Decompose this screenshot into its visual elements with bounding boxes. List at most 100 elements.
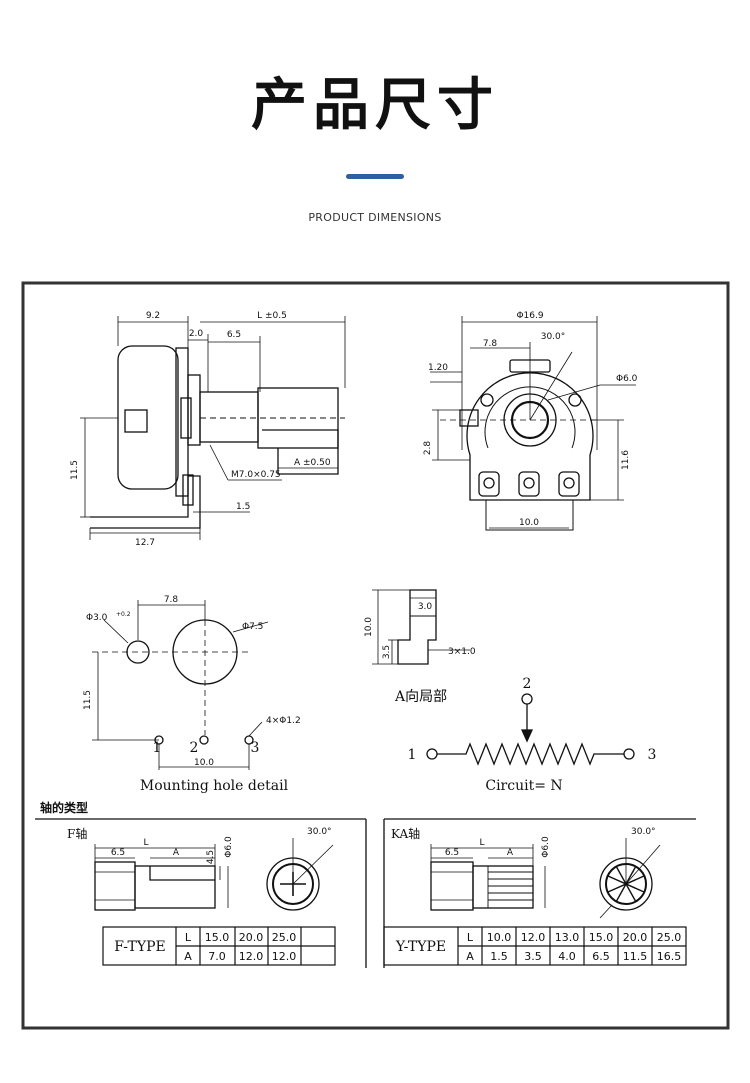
f-shaft-bushing (94, 861, 136, 911)
mount-dim-pin-holes: 4×Φ1.2 (266, 716, 301, 726)
f-dim-l: L (143, 838, 148, 848)
front-hole-right (568, 393, 582, 407)
side-pin (182, 474, 194, 506)
ka-dim-6-5: 6.5 (445, 848, 459, 858)
y-a-value: 16.5 (657, 950, 682, 963)
y-a-value: 1.5 (490, 950, 508, 963)
y-type-name: Y-TYPE (395, 939, 446, 955)
side-bushing (199, 391, 259, 443)
f-shaft-body (134, 865, 216, 909)
side-housing (117, 345, 179, 490)
side-dim-a: A ±0.50 (294, 458, 331, 468)
f-a-value: 7.0 (208, 950, 226, 963)
ka-shaft-bushing (430, 861, 474, 911)
side-bushing-nut (187, 374, 201, 446)
ka-shaft-drawing (430, 838, 661, 919)
y-l-value: 15.0 (589, 931, 614, 944)
f-shaft-flat (149, 866, 215, 881)
y-a-value: 11.5 (623, 950, 648, 963)
a-dim-pin: 3×1.0 (448, 647, 476, 657)
y-l-value: 10.0 (487, 931, 512, 944)
side-dim-height: 11.5 (70, 460, 80, 480)
side-dim-bushing: 6.5 (227, 330, 241, 340)
y-a-value: 4.0 (558, 950, 576, 963)
title-accent-bar (346, 174, 404, 179)
circuit-pin-2: 2 (523, 676, 532, 692)
f-l-value: 20.0 (239, 931, 264, 944)
circuit-caption: Circuit= N (485, 778, 562, 794)
front-dim-offset: 7.8 (483, 339, 498, 349)
shaft-section-title: 轴的类型 (40, 800, 88, 815)
front-bottom-block (485, 500, 574, 531)
circuit-terminal-1 (426, 748, 438, 760)
side-view-labels: 9.2 L ±0.5 2.0 6.5 11.5 12.7 M7.0×0.75 1… (70, 311, 331, 548)
a-detail (372, 589, 470, 665)
a-dim-height: 10.0 (364, 617, 374, 637)
circuit-labels: 1 2 3 Circuit= N (408, 676, 657, 794)
f-a-value: 12.0 (239, 950, 264, 963)
side-ridge (180, 397, 192, 439)
circuit-pin-3: 3 (648, 747, 657, 763)
front-dim-tab-height: 2.8 (423, 441, 433, 456)
ka-dim-l: L (479, 838, 484, 848)
y-a-value: 3.5 (524, 950, 542, 963)
circuit-diagram (426, 693, 635, 766)
ka-shaft-title: KA轴 (391, 826, 420, 841)
ka-dim-a: A (507, 848, 514, 858)
mount-dim-spacing: 7.8 (164, 595, 179, 605)
a-dim-lower: 3.5 (382, 645, 392, 659)
side-dim-flange: 2.0 (189, 329, 204, 339)
side-housing-tab (124, 409, 148, 433)
front-pin-3 (563, 477, 575, 489)
front-dim-diameter: Φ16.9 (516, 311, 543, 321)
y-l-value: 25.0 (657, 931, 682, 944)
y-l-value: 20.0 (623, 931, 648, 944)
mount-caption: Mounting hole detail (140, 778, 289, 794)
f-a-value: 12.0 (272, 950, 297, 963)
f-type-table (102, 926, 336, 966)
mount-pin-label-3: 3 (251, 740, 260, 756)
ka-shaft-labels: KA轴 L 6.5 A Φ6.0 30.0° (391, 826, 656, 858)
ka-shaft-knurl (487, 866, 533, 908)
side-shaft-flat (262, 429, 339, 475)
y-type-table (383, 926, 687, 966)
f-dim-6-5: 6.5 (111, 848, 125, 858)
a-detail-outline (397, 589, 437, 665)
front-dim-tab: 1.20 (428, 363, 448, 373)
side-dim-pin: 1.5 (236, 502, 250, 512)
side-dim-base: 12.7 (135, 538, 155, 548)
f-shaft-drawing (94, 838, 334, 911)
f-dim-6-0: Φ6.0 (224, 836, 234, 858)
circuit-terminal-2 (521, 693, 533, 705)
front-view-labels: Φ16.9 30.0° 7.8 1.20 Φ6.0 2.8 11.6 10.0 (423, 311, 638, 528)
front-view (430, 316, 636, 531)
front-pin-2 (523, 477, 535, 489)
a-detail-labels: 10.0 3.0 3.5 3×1.0 A向局部 (364, 602, 476, 705)
y-a-value: 6.5 (592, 950, 610, 963)
f-dim-4-5: 4.5 (206, 850, 216, 864)
side-dim-thread: M7.0×0.75 (231, 470, 281, 480)
front-dim-angle: 30.0° (541, 332, 566, 342)
f-row-l-label: L (185, 931, 192, 944)
side-shaft (257, 387, 339, 449)
front-dim-pin-span: 10.0 (519, 518, 539, 528)
y-row-a-label: A (466, 950, 474, 963)
side-view (80, 316, 346, 540)
mount-pin-hole-2 (199, 735, 209, 745)
circuit-pin-1: 1 (408, 747, 417, 763)
circuit-wiper-arrow (520, 729, 534, 743)
front-pin-1 (483, 477, 495, 489)
y-l-value: 13.0 (555, 931, 580, 944)
mount-pin-label-2: 2 (190, 740, 199, 756)
f-l-value: 25.0 (272, 931, 297, 944)
f-dim-a: A (173, 848, 180, 858)
side-dim-length: L ±0.5 (257, 311, 287, 321)
f-shaft-title: F轴 (67, 826, 87, 841)
front-body (466, 372, 594, 501)
circuit-resistor (437, 742, 624, 766)
side-dim-width: 9.2 (146, 311, 160, 321)
front-dim-height: 11.6 (621, 450, 631, 470)
mounting-detail (92, 600, 269, 770)
f-l-value: 15.0 (205, 931, 230, 944)
